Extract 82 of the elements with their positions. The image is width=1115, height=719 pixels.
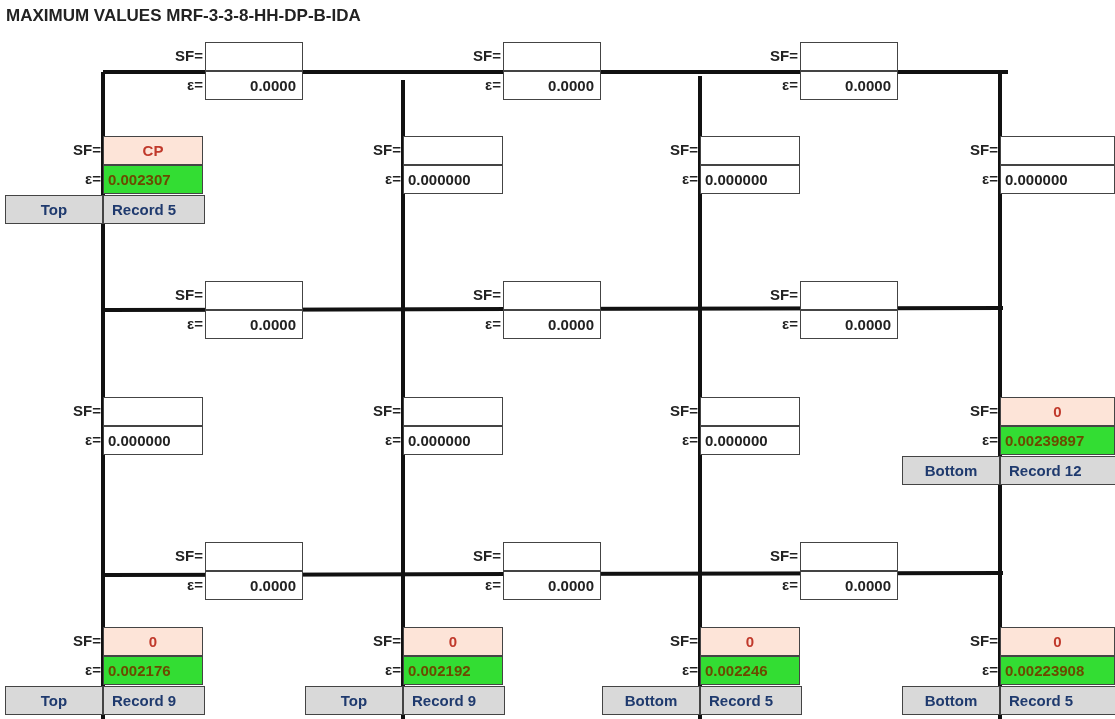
strain-value-cell: 0.0000 [800, 571, 898, 600]
sf-symbol: SF= [670, 631, 698, 651]
safety-factor-cell: 0 [103, 627, 203, 656]
sf-symbol: SF= [970, 631, 998, 651]
strain-symbol: ε= [782, 314, 798, 334]
strain-symbol: ε= [85, 660, 101, 680]
strain-symbol: ε= [485, 575, 501, 595]
sf-symbol: SF= [175, 46, 203, 66]
diagram-title: MAXIMUM VALUES MRF-3-3-8-HH-DP-B-IDA [6, 6, 361, 26]
strain-symbol: ε= [385, 430, 401, 450]
strain-symbol: ε= [187, 314, 203, 334]
sf-symbol: SF= [73, 631, 101, 651]
location-cell: Top [305, 686, 403, 715]
sf-symbol: SF= [73, 401, 101, 421]
sf-symbol: SF= [770, 285, 798, 305]
strain-symbol: ε= [187, 75, 203, 95]
sf-symbol: SF= [770, 46, 798, 66]
strain-value-cell: 0.002307 [103, 165, 203, 194]
strain-value-cell: 0.002246 [700, 656, 800, 685]
sf-symbol: SF= [473, 546, 501, 566]
strain-symbol: ε= [85, 169, 101, 189]
location-cell: Bottom [902, 686, 1000, 715]
strain-value-cell: 0.000000 [103, 426, 203, 455]
sf-symbol: SF= [175, 546, 203, 566]
sf-symbol: SF= [473, 46, 501, 66]
strain-value-cell: 0.00223908 [1000, 656, 1115, 685]
safety-factor-cell: CP [103, 136, 203, 165]
sf-symbol: SF= [73, 140, 101, 160]
strain-value-cell: 0.000000 [700, 426, 800, 455]
strain-symbol: ε= [982, 660, 998, 680]
strain-value-cell: 0.0000 [800, 71, 898, 100]
strain-symbol: ε= [187, 575, 203, 595]
strain-symbol: ε= [682, 169, 698, 189]
strain-value-cell: 0.0000 [205, 310, 303, 339]
strain-symbol: ε= [782, 575, 798, 595]
strain-value-cell: 0.00239897 [1000, 426, 1115, 455]
strain-value-cell: 0.0000 [503, 310, 601, 339]
strain-symbol: ε= [982, 430, 998, 450]
safety-factor-cell: 0 [403, 627, 503, 656]
safety-factor-cell: 0 [1000, 397, 1115, 426]
sf-symbol: SF= [473, 285, 501, 305]
record-cell: Record 12 [1000, 456, 1115, 485]
sf-symbol: SF= [970, 140, 998, 160]
sf-symbol: SF= [373, 401, 401, 421]
strain-symbol: ε= [385, 169, 401, 189]
strain-value-cell: 0.0000 [205, 71, 303, 100]
safety-factor-cell: 0 [1000, 627, 1115, 656]
strain-symbol: ε= [682, 430, 698, 450]
sf-symbol: SF= [373, 140, 401, 160]
record-cell: Record 5 [103, 195, 205, 224]
strain-symbol: ε= [485, 75, 501, 95]
sf-symbol: SF= [970, 401, 998, 421]
strain-value-cell: 0.0000 [800, 310, 898, 339]
location-cell: Bottom [602, 686, 700, 715]
sf-symbol: SF= [770, 546, 798, 566]
strain-symbol: ε= [485, 314, 501, 334]
record-cell: Record 9 [103, 686, 205, 715]
record-cell: Record 5 [1000, 686, 1115, 715]
strain-symbol: ε= [385, 660, 401, 680]
record-cell: Record 9 [403, 686, 505, 715]
record-cell: Record 5 [700, 686, 802, 715]
strain-value-cell: 0.0000 [205, 571, 303, 600]
location-cell: Top [5, 195, 103, 224]
strain-symbol: ε= [982, 169, 998, 189]
strain-value-cell: 0.000000 [403, 426, 503, 455]
strain-value-cell: 0.002192 [403, 656, 503, 685]
safety-factor-cell: 0 [700, 627, 800, 656]
strain-value-cell: 0.0000 [503, 571, 601, 600]
strain-value-cell: 0.000000 [700, 165, 800, 194]
strain-value-cell: 0.000000 [1000, 165, 1115, 194]
strain-value-cell: 0.0000 [503, 71, 601, 100]
strain-value-cell: 0.002176 [103, 656, 203, 685]
sf-symbol: SF= [373, 631, 401, 651]
location-cell: Bottom [902, 456, 1000, 485]
strain-symbol: ε= [782, 75, 798, 95]
location-cell: Top [5, 686, 103, 715]
strain-symbol: ε= [85, 430, 101, 450]
sf-symbol: SF= [670, 140, 698, 160]
sf-symbol: SF= [175, 285, 203, 305]
strain-value-cell: 0.000000 [403, 165, 503, 194]
strain-symbol: ε= [682, 660, 698, 680]
sf-symbol: SF= [670, 401, 698, 421]
